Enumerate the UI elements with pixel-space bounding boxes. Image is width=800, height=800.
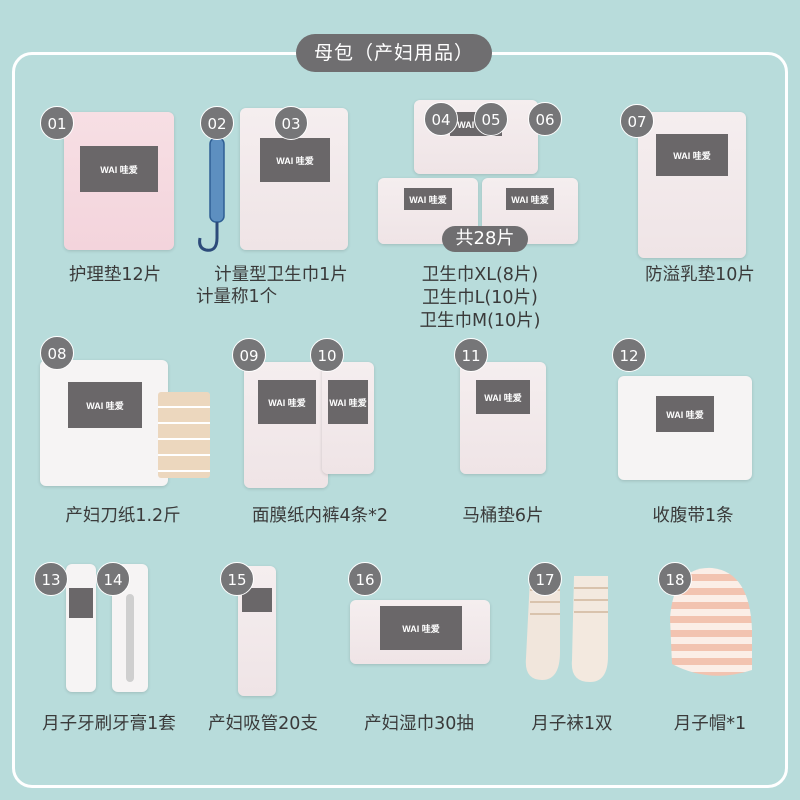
sock-left (525, 578, 560, 680)
item-number-15: 15 (220, 562, 254, 596)
item-number-17: 17 (528, 562, 562, 596)
item-number-10: 10 (310, 338, 344, 372)
hat-body (670, 567, 752, 676)
item-caption-08: 产妇刀纸1.2斤 (65, 506, 181, 526)
package-label: WAI 哇爱 (404, 188, 452, 210)
item-number-16: 16 (348, 562, 382, 596)
item-number-07: 07 (620, 104, 654, 138)
item-number-09: 09 (232, 338, 266, 372)
item-caption-17: 月子袜1双 (531, 714, 613, 734)
item-caption-16: 产妇湿巾30抽 (364, 714, 474, 734)
brand-logo: WAI 哇爱 (666, 409, 704, 420)
brand-logo: WAI 哇爱 (86, 400, 124, 411)
item-number-14: 14 (96, 562, 130, 596)
paper-stack (158, 392, 210, 478)
item-caption-07: 防溢乳垫10片 (645, 265, 755, 285)
package-label: WAI 哇爱 (476, 380, 530, 414)
product-image-disposable-underwear-1: WAI 哇爱 (244, 362, 328, 488)
brand-logo: WAI 哇爱 (100, 164, 138, 175)
page-title: 母包（产妇用品） (296, 34, 492, 72)
package-label: WAI 哇爱 (380, 606, 462, 650)
item-number-13: 13 (34, 562, 68, 596)
scale-body (209, 138, 225, 223)
item-caption-06-line3: 卫生巾M(10片) (419, 311, 541, 331)
product-image-toothpaste-box (66, 564, 96, 692)
brand-logo: WAI 哇爱 (268, 397, 306, 408)
product-image-disposable-underwear-2: WAI 哇爱 (322, 362, 374, 474)
socks-image (525, 576, 608, 682)
item-caption-06-line2: 卫生巾L(10片) (422, 288, 538, 308)
brand-logo: WAI 哇爱 (402, 623, 440, 634)
product-image-pad-m: WAI 哇爱 (482, 178, 578, 244)
package-label: WAI 哇爱 (656, 134, 728, 176)
item-caption-14: 月子牙刷牙膏1套 (42, 714, 176, 734)
product-image-maternity-paper: WAI 哇爱 (40, 360, 168, 486)
item-caption-01: 护理垫12片 (68, 265, 162, 285)
product-image-wet-wipes: WAI 哇爱 (350, 600, 490, 664)
package-label: WAI 哇爱 (328, 380, 368, 424)
item-number-08: 08 (40, 336, 74, 370)
product-image-belly-band: WAI 哇爱 (618, 376, 752, 480)
item-number-03: 03 (274, 106, 308, 140)
brand-logo: WAI 哇爱 (673, 150, 711, 161)
item-caption-03-line2: 计量称1个 (196, 287, 278, 307)
package-label: WAI 哇爱 (68, 382, 142, 428)
brand-logo: WAI 哇爱 (409, 194, 447, 205)
item-number-02: 02 (200, 106, 234, 140)
item-number-05: 05 (474, 102, 508, 136)
package-label (69, 588, 93, 618)
package-label: WAI 哇爱 (80, 146, 158, 192)
item-caption-10: 面膜纸内裤4条*2 (251, 506, 389, 526)
item-caption-06-line1: 卫生巾XL(8片) (421, 265, 539, 285)
scale-hook-image (198, 138, 225, 252)
item-caption-12: 收腹带1条 (652, 506, 734, 526)
package-label: WAI 哇爱 (506, 188, 554, 210)
product-image-toilet-seat-cover: WAI 哇爱 (460, 362, 546, 474)
brand-logo: WAI 哇爱 (484, 392, 522, 403)
product-image-nursing-pad: WAI 哇爱 (64, 112, 174, 250)
toothbrush-handle (126, 594, 134, 682)
package-label: WAI 哇爱 (258, 380, 316, 424)
item-number-01: 01 (40, 106, 74, 140)
hat-image (670, 567, 752, 676)
sock-right (571, 576, 608, 682)
scale-hook (198, 222, 219, 252)
item-caption-15: 产妇吸管20支 (208, 714, 318, 734)
count-badge: 共28片 (442, 226, 528, 252)
brand-logo: WAI 哇爱 (329, 397, 367, 408)
package-label: WAI 哇爱 (260, 138, 330, 182)
brand-logo: WAI 哇爱 (276, 155, 314, 166)
item-caption-11: 马桶垫6片 (462, 506, 544, 526)
product-image-breast-pad: WAI 哇爱 (638, 112, 746, 258)
package-label: WAI 哇爱 (656, 396, 714, 432)
item-number-06: 06 (528, 102, 562, 136)
item-number-12: 12 (612, 338, 646, 372)
item-caption-18: 月子帽*1 (673, 714, 747, 734)
item-number-11: 11 (454, 338, 488, 372)
item-number-04: 04 (424, 102, 458, 136)
item-caption-03-line1: 计量型卫生巾1片 (214, 265, 348, 285)
brand-logo: WAI 哇爱 (511, 194, 549, 205)
item-number-18: 18 (658, 562, 692, 596)
